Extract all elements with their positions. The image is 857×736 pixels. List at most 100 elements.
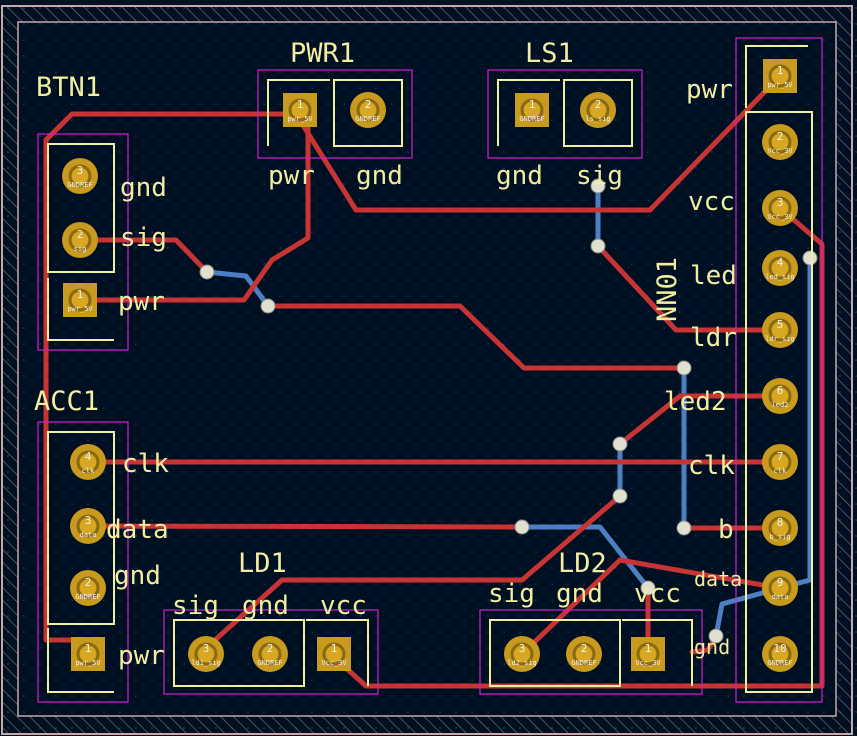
label-nn01-data: data (694, 567, 742, 591)
label-acc1-data: data (106, 515, 169, 545)
courtyard-ld2 (479, 609, 703, 695)
label-nn01-gnd: gnd (694, 635, 730, 659)
ref-pwr1: PWR1 (290, 38, 355, 69)
pad-number: 2 (581, 642, 588, 655)
label-nn01-ldr: ldr (690, 323, 737, 353)
pad-hole (772, 520, 788, 536)
pad-hole (772, 68, 788, 84)
board-edge-inner (17, 21, 837, 717)
pad-net-name: ls_sig (585, 115, 610, 123)
board-edge-outer (1, 5, 853, 735)
pad-hole-ring (572, 642, 596, 666)
reference-designators: BTN1 ACC1 PWR1 LS1 LD1 LD2 NN01 (34, 38, 683, 579)
pad-hole (772, 200, 788, 216)
trace-back-data (519, 524, 651, 591)
trace-back-btn-sig (204, 269, 271, 309)
courtyard-ld1 (163, 609, 379, 695)
ls1-pad-2: 2ls_sig (580, 92, 616, 128)
trace-front-pwr-to-nn01 (293, 73, 783, 213)
silk-ld2 (489, 619, 621, 687)
silk-nn01 (745, 111, 813, 693)
pad-hole (772, 646, 788, 662)
pad-number: 1 (331, 642, 338, 655)
pad-net-name: GNDREF (257, 659, 282, 667)
pad-net-name: ldr_sig (765, 335, 795, 343)
via (612, 488, 628, 504)
courtyard-acc1 (37, 421, 129, 703)
pad-hole-ring (68, 164, 92, 188)
pad-net-name: ld2_sig (507, 659, 537, 667)
label-btn1-sig: sig (120, 223, 167, 253)
pad-hole-ring (768, 64, 792, 88)
pad-hole (514, 646, 530, 662)
pad-hole (360, 102, 376, 118)
pad-net-name: pwr_5V (75, 659, 101, 667)
ref-ls1: LS1 (525, 38, 574, 69)
pad-net-name: GNDREF (67, 181, 92, 189)
silk-pwr1-pin1 (267, 79, 330, 146)
via (199, 264, 215, 280)
pad-hole (80, 454, 96, 470)
pad-net-name: Vcc_3V (321, 659, 347, 667)
label-ld1-sig: sig (172, 591, 219, 621)
courtyards (37, 37, 823, 703)
label-ld1-gnd: gnd (242, 591, 289, 621)
pad-hole (198, 646, 214, 662)
silk-btn1 (47, 143, 115, 273)
pad-net-name: GNDREF (75, 593, 100, 601)
pad-hole-ring (768, 576, 792, 600)
pad-number: 1 (529, 98, 536, 111)
label-pwr1-gnd: gnd (356, 161, 403, 191)
pad-number: 8 (777, 516, 784, 529)
silk-btn1-pin1 (47, 278, 114, 341)
ref-acc1: ACC1 (34, 386, 99, 417)
pad-net-name: pwr_5V (67, 305, 93, 313)
pad-hole-ring (510, 642, 534, 666)
via (590, 238, 606, 254)
back-copper-traces (204, 183, 813, 639)
ref-ld2: LD2 (558, 548, 607, 579)
pad-hole-ring (768, 642, 792, 666)
pad-net-name: GNDREF (571, 659, 596, 667)
silk-ld1 (173, 619, 305, 687)
label-nn01-pwr: pwr (686, 75, 733, 105)
pad-hole (292, 102, 308, 118)
label-ld2-vcc: vcc (634, 579, 681, 609)
label-pwr1-pwr: pwr (268, 161, 315, 191)
silkscreen-outlines (47, 45, 813, 693)
label-acc1-gnd: gnd (114, 561, 161, 591)
silk-ls1-pin1 (497, 79, 560, 146)
silk-ld2-pin1 (622, 619, 693, 686)
label-btn1-pwr: pwr (118, 287, 165, 317)
pad-hole (72, 168, 88, 184)
pad-hole-ring (768, 516, 792, 540)
pad-hole-ring (636, 642, 660, 666)
pad-number: 3 (85, 514, 92, 527)
trace-front-ld2-sig (203, 493, 623, 651)
pad-number: 3 (77, 164, 84, 177)
pad-number: 1 (777, 64, 784, 77)
courtyard-nn01 (735, 37, 823, 703)
pad-net-name: clk (774, 467, 787, 475)
pads-layer: 3GNDREF2sig1pwr_5V4clk3data2GNDREF1pwr_5… (62, 59, 798, 672)
pin-labels: gnd sig pwr clk data gnd pwr pwr gnd gnd… (106, 75, 742, 671)
pad-hole (72, 232, 88, 248)
